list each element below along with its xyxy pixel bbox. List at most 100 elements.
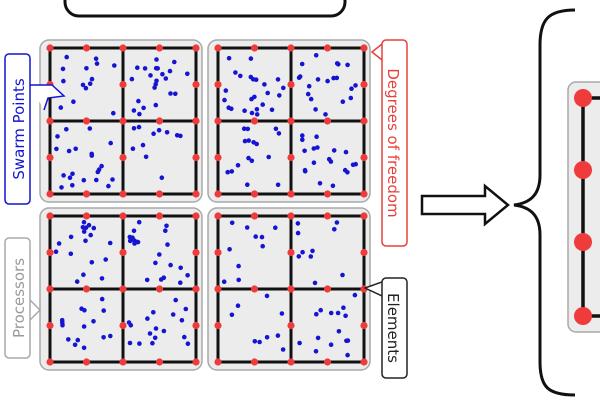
swarm-point [131,126,137,131]
swarm-point [229,106,234,112]
top-box [63,0,347,18]
swarm-point [273,225,278,230]
swarm-point [127,340,133,346]
swarm-point [300,249,305,255]
swarm-point [94,177,99,183]
swarm-point [168,262,173,268]
swarm-point [165,242,170,247]
swarm-point [91,225,97,231]
swarm-point [70,183,75,188]
dof-point [155,44,164,52]
swarm-point [151,131,156,136]
swarm-point [275,182,281,188]
swarm-point [83,225,89,230]
swarm-point [325,78,330,84]
swarm-point [264,335,270,340]
dof-point [287,190,295,198]
dof-point [46,117,54,125]
swarm-point [297,340,302,346]
swarm-point [332,227,337,232]
dof-point [119,248,127,257]
swarm-point [111,110,116,116]
dof-point [46,44,54,52]
dof-point [360,44,368,52]
swarm-point [55,134,60,139]
swarm-point [315,335,321,341]
swarm-point [242,138,248,144]
swarm-point [296,254,302,259]
dof-text: Degrees of freedom [384,68,402,217]
dof-point [155,190,164,198]
swarm-point [81,177,87,183]
dof-point [46,190,54,198]
dof-point [360,212,368,220]
swarm-point [143,154,149,160]
swarm-point [68,234,74,240]
swarm-point [89,260,95,265]
swarm-point [275,333,281,338]
swarm-point [129,76,135,82]
processor-group [39,39,371,371]
swarm-point [131,228,137,234]
swarm-point [345,352,350,358]
swarm-point [254,112,260,117]
swarm-point [81,272,86,278]
swarm-point [262,82,267,87]
dof-point [287,248,295,257]
dof-point [250,190,259,198]
swarm-point [260,243,266,249]
swarm-point [135,65,140,70]
swarm-point [185,273,190,278]
dof-point [287,212,295,220]
dof-point [214,80,222,89]
swarm-point [161,328,167,334]
processors-text: Processors [10,258,28,338]
swarm-point [328,310,334,316]
swarm-point [275,77,281,82]
swarm-point [315,77,321,82]
dof-point [192,117,200,125]
swarm-point [75,337,81,343]
swarm-point [150,340,155,346]
swarm-point [141,105,146,111]
swarm-point [340,99,346,104]
dof-point [574,161,592,179]
swarm-point [147,331,153,336]
swarm-point [330,183,336,189]
swarm-point [313,349,319,354]
swarm-point [54,146,59,152]
swarm-point [222,97,227,103]
swarm-point [229,220,235,226]
dof-point [574,89,592,107]
swarm-point [154,78,159,84]
swarm-point [140,142,146,148]
swarm-point [153,326,159,331]
swarm-point [249,110,255,116]
swarm-point [172,59,177,65]
swarm-point [235,303,241,309]
swarm-point [89,76,95,82]
dof-point [360,153,368,162]
dof-point [119,190,127,198]
curly-brace-icon [513,8,576,397]
dof-point [323,212,332,220]
swarm-point [155,66,160,71]
swarm-point [106,183,111,189]
swarm-point [66,148,72,154]
swarm-point [91,319,96,324]
dof-point [214,285,222,293]
swarm-point [178,280,183,286]
swarm-point [88,232,93,238]
dof-point [119,358,127,366]
swarm-point [70,171,75,177]
swarm-point [331,148,337,153]
swarm-point [348,95,354,101]
swarm-point [269,107,275,113]
swarm-point [279,311,285,316]
dof-point [119,212,127,220]
dof-point [192,153,200,162]
swarm-point [87,126,93,131]
swarm-point [158,277,164,282]
dof-point [323,190,332,198]
dof-point [250,212,259,220]
